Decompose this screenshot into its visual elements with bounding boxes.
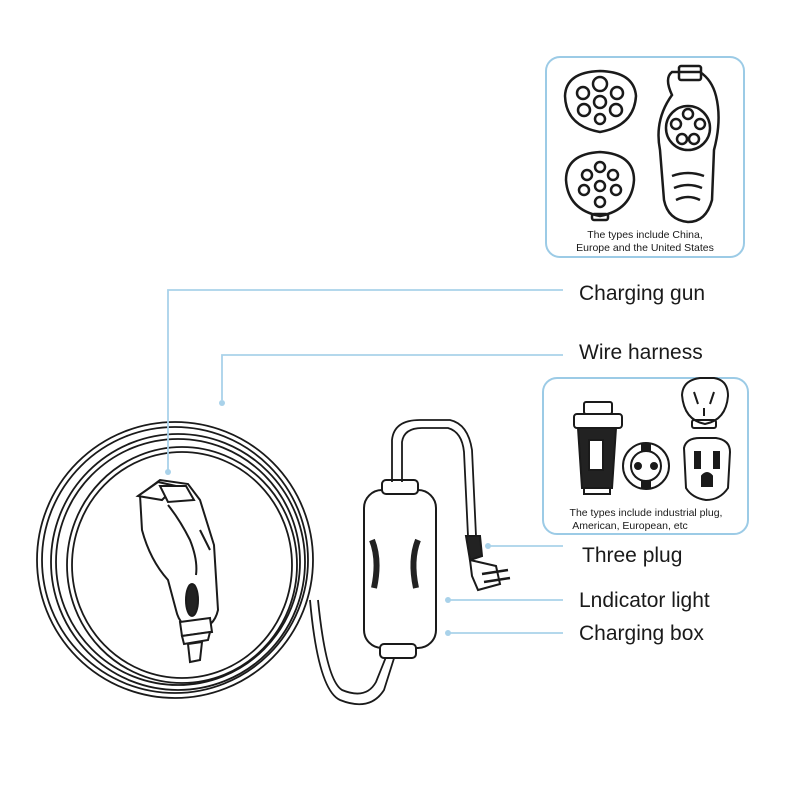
european-plug-icon	[622, 442, 670, 490]
leader-wire-harness	[221, 354, 563, 400]
connector-types-caption-line1: The types include China,	[587, 229, 703, 241]
cable-box-to-plug	[391, 419, 477, 537]
industrial-plug-icon	[573, 401, 623, 495]
label-wire-harness: Wire harness	[579, 341, 703, 364]
label-indicator-light: Lndicator light	[579, 589, 710, 612]
charging-box	[363, 479, 437, 659]
charging-gun	[135, 478, 220, 664]
gb-connector-face-icon	[563, 69, 638, 134]
label-three-plug: Three plug	[582, 544, 683, 567]
cable-to-box	[309, 599, 397, 706]
label-charging-gun: Charging gun	[579, 282, 706, 305]
plug-types-caption-line1: The types include industrial plug,	[570, 507, 723, 519]
american-plug-icon	[682, 437, 732, 502]
three-pin-plug	[464, 535, 511, 592]
plug-types-caption-line2: American, European, etc	[572, 520, 688, 532]
leader-lines	[167, 289, 563, 634]
australian-plug-icon	[680, 377, 730, 429]
plug-types-inset: The types include industrial plug, Ameri…	[542, 377, 749, 535]
label-charging-box: Charging box	[579, 622, 704, 645]
j1772-connector-icon	[657, 64, 720, 224]
connector-types-inset: The types include China, Europe and the …	[545, 56, 745, 258]
coiled-cable	[36, 421, 314, 699]
leader-charging-gun	[167, 289, 563, 470]
leader-dots	[165, 400, 491, 636]
type2-connector-face-icon	[564, 150, 636, 222]
connector-types-caption-line2: Europe and the United States	[576, 242, 714, 254]
